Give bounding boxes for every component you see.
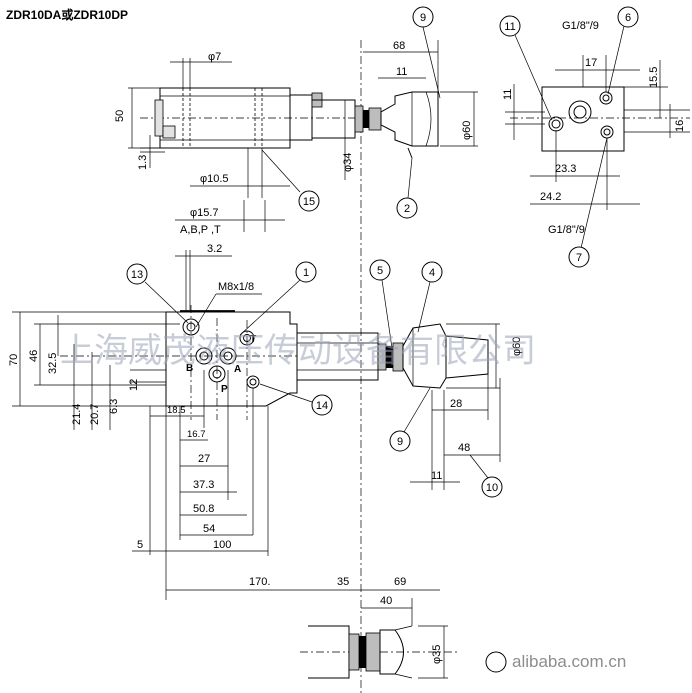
label-d32-5: 32.5 — [47, 353, 59, 374]
label-d1-3: 1.3 — [137, 155, 149, 170]
front-bottom-dims: 18.5 16.7 27 37.3 50.8 54 100 5 170. 35 … — [132, 370, 440, 600]
dim-d50: 50 — [114, 87, 160, 149]
balloon-10: 10 — [469, 454, 503, 498]
svg-text:9: 9 — [420, 12, 426, 24]
label-d27: 27 — [198, 453, 210, 465]
label-ports-list: A,B,P ,T — [180, 224, 221, 236]
label-d11-mid: 11 — [431, 470, 442, 482]
label-d170: 170. — [249, 576, 270, 588]
label-d24-2: 24.2 — [540, 191, 561, 203]
label-d100: 100 — [213, 539, 231, 551]
label-d18-5: 18.5 — [167, 405, 186, 416]
balloon-9-top: 9 — [412, 6, 441, 99]
label-d54: 54 — [203, 523, 215, 535]
label-d11-side: 11 — [502, 89, 514, 100]
label-d34: φ34 — [342, 153, 354, 172]
balloon-6: 6 — [607, 6, 639, 95]
front-left-dims: 70 46 32.5 21.4 20.7 6.3 12 — [8, 311, 180, 430]
label-d46: 46 — [28, 350, 40, 362]
label-d7: φ7 — [208, 51, 221, 63]
svg-text:10: 10 — [486, 482, 498, 494]
label-d6-3: 6.3 — [108, 399, 120, 414]
label-d11-top: 11 — [396, 66, 407, 78]
port-p: P — [221, 384, 228, 395]
label-d48: 48 — [458, 442, 470, 454]
svg-text:9: 9 — [397, 436, 403, 448]
label-d60-mid: φ60 — [511, 337, 523, 356]
watermark-company: 上海威茂液压传动设备有限公司 — [60, 331, 536, 371]
dim-d34: φ34 — [342, 100, 354, 180]
label-d20-7: 20.7 — [89, 404, 101, 425]
label-d68: 68 — [393, 40, 405, 52]
port-t: T — [250, 334, 256, 345]
front-right-dims: φ60 28 48 11 — [410, 323, 523, 490]
svg-text:4: 4 — [429, 267, 435, 279]
balloon-1: 1 — [239, 261, 317, 336]
label-d35-b: φ35 — [431, 645, 443, 664]
balloon-7: 7 — [568, 137, 608, 268]
bottom-detail-view: φ35 40 — [300, 595, 460, 679]
svg-text:11: 11 — [504, 21, 515, 33]
label-d60-top: φ60 — [461, 121, 473, 140]
label-d23-3: 23.3 — [555, 163, 576, 175]
balloon-13: 13 — [126, 263, 189, 324]
svg-text:14: 14 — [316, 400, 328, 412]
label-d50: 50 — [114, 110, 126, 122]
label-d17: 17 — [585, 57, 597, 69]
dim-d1-3: 1.3 — [137, 135, 165, 170]
label-d50-8: 50.8 — [193, 503, 214, 515]
front-ports: T B A P — [186, 334, 256, 395]
alibaba-logo-icon — [485, 651, 507, 673]
port-a: A — [234, 364, 241, 375]
label-d5: 5 — [137, 539, 143, 551]
svg-text:7: 7 — [576, 252, 582, 264]
dim-d60-top: φ60 — [440, 91, 478, 147]
dim-d15-7: φ15.7 A,B,P ,T — [175, 200, 285, 236]
label-d16-7: 16.7 — [187, 429, 206, 440]
dim-d7: φ7 — [170, 51, 232, 88]
label-d10-5: φ10.5 — [200, 173, 229, 185]
label-d3-2: 3.2 — [207, 243, 222, 255]
svg-text:13: 13 — [131, 269, 143, 281]
label-m8: M8x1/8 — [218, 281, 254, 293]
label-d28: 28 — [450, 398, 462, 410]
label-d15-7: φ15.7 — [190, 207, 219, 219]
front-top-dims: 3.2 M8x1/8 — [175, 243, 262, 328]
side-view — [510, 86, 690, 152]
side-dims: 17 G1/8"/9 15.5 16 11 23.3 24.2 G1/8"/9 — [502, 20, 690, 236]
label-d16: 16 — [674, 120, 686, 132]
balloon-2: 2 — [396, 157, 418, 219]
svg-text:1: 1 — [303, 267, 309, 279]
balloon-5: 5 — [369, 259, 393, 349]
label-d35-a: 35 — [337, 576, 349, 588]
dim-d68: 68 11 — [363, 40, 439, 92]
svg-text:15: 15 — [303, 196, 315, 208]
svg-text:2: 2 — [404, 203, 410, 215]
label-g18-top: G1/8"/9 — [562, 20, 599, 32]
balloon-4: 4 — [417, 261, 443, 333]
balloon-14: 14 — [259, 383, 333, 416]
top-view — [140, 87, 439, 159]
svg-text:5: 5 — [377, 265, 383, 277]
watermark-site: alibaba.com.cn — [512, 652, 626, 671]
label-g18-bottom: G1/8"/9 — [548, 224, 585, 236]
balloon-15: 15 — [261, 149, 320, 212]
drawing-title: ZDR10DA或ZDR10DP — [6, 7, 128, 22]
front-view — [60, 305, 489, 420]
svg-text:6: 6 — [625, 12, 631, 24]
label-d70: 70 — [8, 354, 20, 366]
dim-d10-5: φ10.5 — [190, 148, 290, 198]
label-d40: 40 — [380, 595, 392, 607]
label-d21-4: 21.4 — [71, 404, 83, 425]
label-d15-5: 15.5 — [648, 67, 660, 88]
label-d37-3: 37.3 — [193, 479, 214, 491]
balloon-9-mid: 9 — [389, 387, 431, 452]
label-d12: 12 — [128, 379, 140, 391]
balloon-11: 11 — [499, 15, 553, 121]
port-b: B — [186, 363, 193, 374]
label-d69: 69 — [394, 576, 406, 588]
